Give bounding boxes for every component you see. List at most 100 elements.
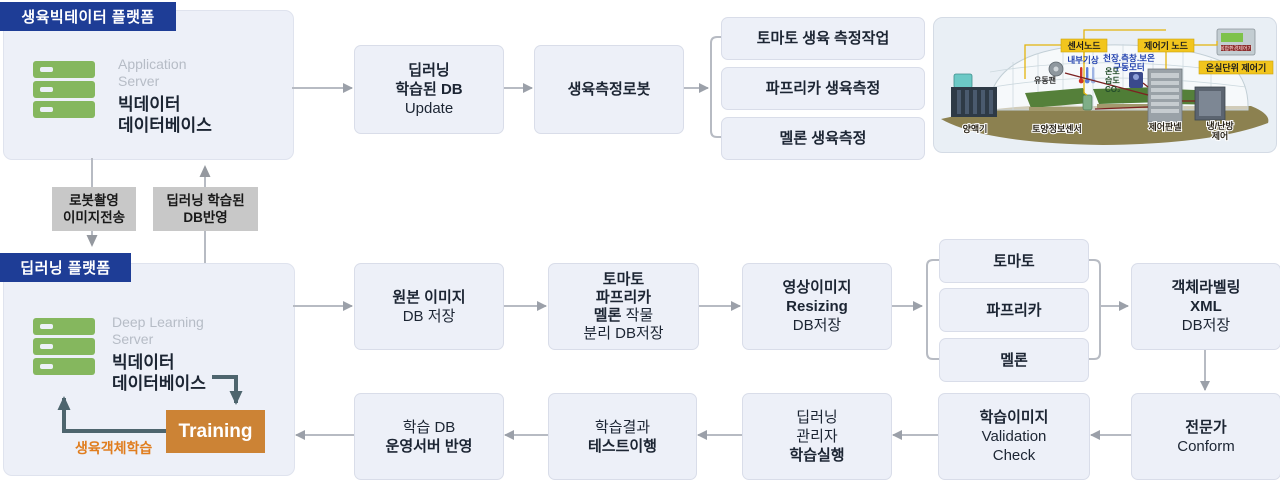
box-deploy-db: 학습 DB 운영서버 반영 [354, 393, 504, 480]
label-co2: CO₂ [1105, 85, 1121, 94]
svg-text:센서노드: 센서노드 [1067, 40, 1101, 51]
box-line: 학습실행 [789, 447, 845, 464]
box-task-melon: 멜론 생육측정 [721, 117, 925, 160]
box-line: 학습된 DB [395, 81, 463, 98]
server-bar [33, 358, 95, 375]
unit-controller-device: 복합환경제어기 [1216, 28, 1256, 56]
box-crop-paprika: 파프리카 [939, 288, 1089, 332]
label-inner-weather: 내부기상 [1067, 55, 1098, 65]
transfer-label-trained-db: 딥러닝 학습된 DB반영 [153, 187, 258, 231]
box-crop-melon: 멜론 [939, 338, 1089, 382]
box-original-image-db: 원본 이미지 DB 저장 [354, 263, 504, 350]
box-line: 객체라벨링 [1171, 279, 1241, 296]
box-crop-separation-db: 토마토 파프리카 멜론 작물 분리 DB저장 [548, 263, 699, 350]
box-line: XML [1190, 298, 1222, 315]
bracket [1087, 259, 1101, 360]
box-line: 분리 DB저장 [583, 324, 664, 342]
label-controller-node: 제어기 노드 [1137, 38, 1195, 53]
box-growth-robot: 생육측정로봇 [534, 45, 684, 134]
server-bar [33, 101, 95, 118]
app-server-title: 빅데이터 데이터베이스 [118, 95, 212, 135]
label-hvac-1: 냉/난방 [1206, 120, 1234, 131]
dl-server-text: Deep Learning Server 빅데이터 데이터베이스 [112, 314, 206, 394]
transfer-label-robot-images: 로봇촬영 이미지전송 [52, 187, 136, 231]
box-line: 원본 이미지 [392, 288, 466, 306]
server-bar [33, 338, 95, 355]
control-panel [1147, 68, 1183, 123]
ground [941, 105, 1269, 145]
server-bar [33, 61, 95, 78]
box-line: 학습결과 [594, 418, 651, 436]
box-line: 파프리카 생육측정 [765, 80, 881, 97]
training-loop-arrows [57, 375, 243, 433]
box-line: 테스트이행 [587, 437, 657, 455]
training-note: 생육객체학습 [75, 440, 153, 456]
box-line: 멜론 작물 [594, 307, 653, 325]
device-caption: 복합환경제어기 [1220, 45, 1252, 52]
box-line-normal: 작물 [621, 306, 654, 324]
app-server-subtitle: Application Server [118, 56, 187, 89]
box-image-resizing-db: 영상이미지 Resizing DB저장 [742, 263, 892, 350]
bracket [710, 36, 721, 138]
box-line: 토마토 생육 측정작업 [756, 30, 890, 47]
box-line: 딥러닝 [796, 409, 838, 426]
sensor-wires [1024, 29, 1218, 96]
box-line: DB저장 [1181, 317, 1231, 334]
box-line: Check [992, 447, 1036, 464]
svg-text:온실단위 제어기: 온실단위 제어기 [1206, 62, 1266, 73]
label-soil-sensor: 토양정보센서 [1032, 123, 1082, 134]
label-motor-1: 천장.측창.보온 [1103, 53, 1155, 63]
nutrient-machine [951, 73, 997, 117]
box-line: 멜론 [1000, 351, 1028, 369]
box-line: 토마토 [602, 270, 645, 288]
box-line: 학습 DB [402, 418, 456, 436]
box-task-paprika: 파프리카 생육측정 [721, 67, 925, 110]
label-fan: 유동팬 [1034, 75, 1056, 85]
label-sensor-node: 센서노드 [1060, 38, 1108, 53]
box-line: DB저장 [792, 317, 842, 334]
gray-arrows [86, 36, 1210, 440]
box-line: 파프리카 [986, 301, 1042, 319]
drive-motor [1129, 72, 1143, 88]
box-line-bold: 멜론 [593, 306, 622, 324]
box-training-execution: 딥러닝 관리자 학습실행 [742, 393, 892, 480]
bracket [926, 259, 939, 360]
box-crop-tomato: 토마토 [939, 239, 1089, 283]
box-line: 파프리카 [595, 288, 652, 306]
box-validation-check: 학습이미지 Validation Check [938, 393, 1090, 480]
deeplearning-platform-header: 딥러닝 플랫폼 [0, 253, 131, 282]
box-trained-db-update: 딥러닝 학습된 DB Update [354, 45, 504, 134]
label-hvac-2: 제어 [1212, 130, 1229, 141]
control-arrows [1064, 72, 1195, 110]
circulation-fan [1048, 61, 1064, 77]
box-line: 전문가 [1185, 418, 1227, 436]
server-stack-icon [33, 61, 95, 121]
label-humidity: 습도 [1105, 75, 1120, 85]
box-line: 딥러닝 [408, 62, 450, 79]
box-line: Resizing [786, 298, 848, 315]
label-motor-2: 구동모터 [1113, 62, 1144, 72]
training-box: Training [166, 410, 265, 453]
bigdata-platform-header: 생육빅테이터 플랫폼 [0, 2, 176, 31]
dl-server-title: 빅데이터 데이터베이스 [112, 353, 206, 393]
label-unit-controller: 온실단위 제어기 [1198, 60, 1274, 75]
box-line: Validation [981, 428, 1047, 445]
label-panel: 제어판넬 [1148, 121, 1181, 132]
box-line: 토마토 [993, 252, 1035, 270]
box-line: Update [404, 100, 454, 117]
label-temp: 온도 [1105, 67, 1120, 76]
arrow-db-to-training [212, 375, 243, 405]
arrow-training-to-db [57, 396, 166, 433]
box-test-execution: 학습결과 테스트이행 [548, 393, 697, 480]
server-bar [33, 81, 95, 98]
box-line: 멜론 생육측정 [779, 130, 867, 147]
server-stack-icon [33, 318, 95, 378]
box-task-tomato: 토마토 생육 측정작업 [721, 17, 925, 60]
label-nutrient: 양액기 [963, 123, 988, 134]
box-line: 생육측정로봇 [567, 81, 651, 98]
svg-text:제어기 노드: 제어기 노드 [1144, 40, 1189, 51]
box-line: Conform [1177, 437, 1235, 455]
server-bar [33, 318, 95, 335]
